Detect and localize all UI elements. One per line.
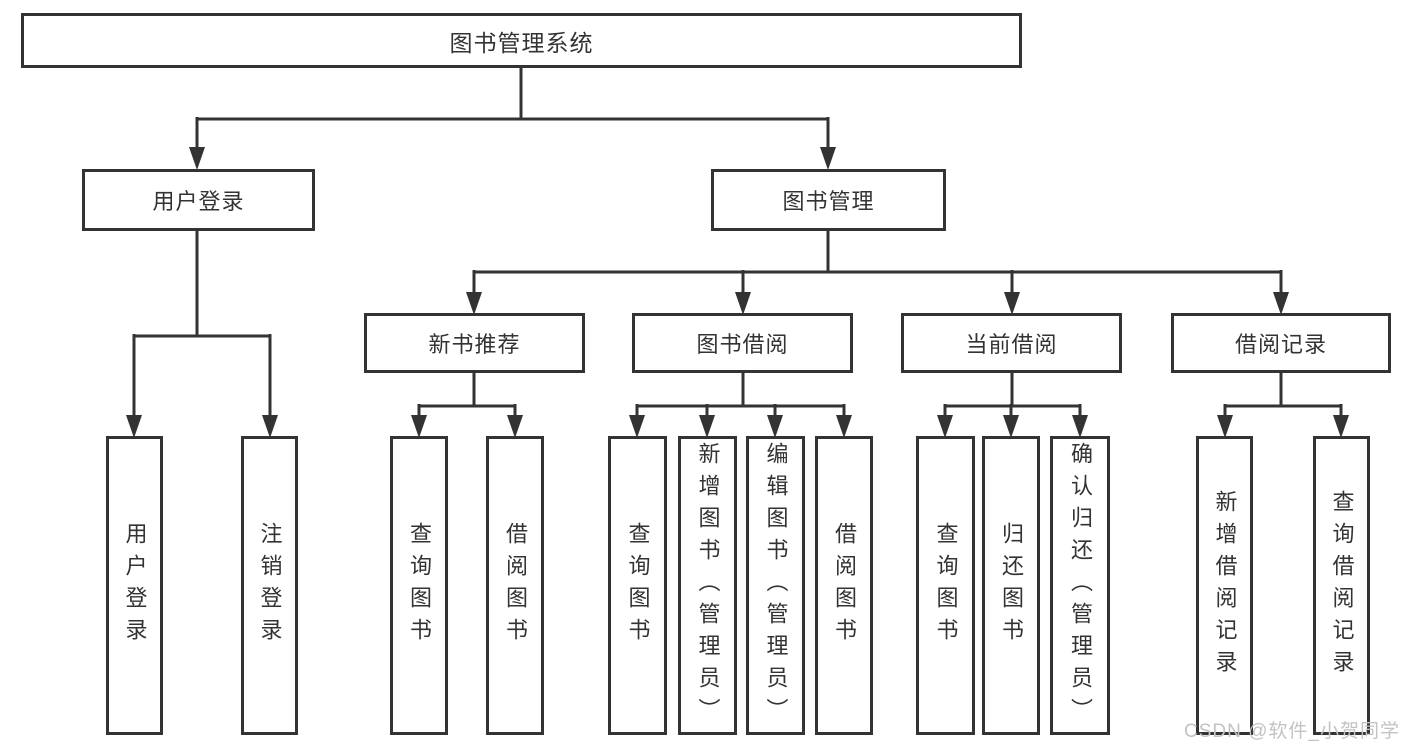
node-borrowing-records: 借阅记录 [1171, 313, 1391, 373]
arrowhead-icon [126, 415, 142, 438]
arrowhead-icon [735, 292, 751, 315]
node-new-book-recommend-label: 新书推荐 [428, 332, 521, 357]
leaf-user-login: 用户登录 [106, 436, 163, 735]
arrowhead-icon [411, 415, 427, 438]
arrowhead-icon [1004, 292, 1020, 315]
leaf-user-login-label: 用户登录 [122, 521, 148, 650]
node-book-management: 图书管理 [711, 169, 946, 231]
node-book-borrowing: 图书借阅 [632, 313, 853, 373]
node-root-label: 图书管理系统 [449, 29, 594, 56]
arrowhead-icon [189, 147, 205, 170]
arrowhead-icon [836, 415, 852, 438]
arrowheads [126, 147, 1349, 438]
node-user-login: 用户登录 [82, 169, 315, 231]
leaf-edit-books-admin-label: 编辑图书（管理员） [763, 441, 789, 730]
arrowhead-icon [1003, 415, 1019, 438]
leaf-add-books-admin-label: 新增图书（管理员） [695, 441, 721, 730]
arrowhead-icon [466, 292, 482, 315]
leaf-return-books-label: 归还图书 [999, 521, 1024, 650]
node-root: 图书管理系统 [21, 13, 1022, 68]
node-new-book-recommend: 新书推荐 [364, 313, 585, 373]
arrowhead-icon [629, 415, 645, 438]
arrowhead-icon [1072, 415, 1088, 438]
leaf-borrow-books-label: 借阅图书 [832, 521, 857, 650]
leaf-logout: 注销登录 [241, 436, 298, 735]
leaf-query-borrow-record-label: 查询借阅记录 [1329, 489, 1355, 682]
connector-path [132, 66, 1343, 419]
arrowhead-icon [767, 415, 783, 438]
arrowhead-icon [507, 415, 523, 438]
leaf-query-books-borrow-label: 查询图书 [625, 521, 651, 650]
arrowhead-icon [1273, 292, 1289, 315]
node-current-borrowing: 当前借阅 [901, 313, 1122, 373]
node-current-borrowing-label: 当前借阅 [965, 332, 1058, 357]
node-user-login-label: 用户登录 [152, 189, 245, 214]
leaf-query-books-recommend: 查询图书 [390, 436, 448, 735]
leaf-borrow-books: 借阅图书 [815, 436, 873, 735]
leaf-add-books-admin: 新增图书（管理员） [678, 436, 737, 735]
leaf-add-borrow-record: 新增借阅记录 [1196, 436, 1253, 735]
leaf-borrow-books-recommend-label: 借阅图书 [503, 521, 528, 650]
leaf-return-books: 归还图书 [982, 436, 1040, 735]
csdn-watermark: CSDN @软件_小贺同学 [1184, 721, 1400, 742]
leaf-add-borrow-record-label: 新增借阅记录 [1212, 489, 1238, 682]
leaf-edit-books-admin: 编辑图书（管理员） [746, 436, 805, 735]
arrowhead-icon [699, 415, 715, 438]
leaf-confirm-return-admin: 确认归还（管理员） [1050, 436, 1110, 735]
arrowhead-icon [937, 415, 953, 438]
arrowhead-icon [1217, 415, 1233, 438]
node-book-management-label: 图书管理 [782, 189, 875, 214]
arrowhead-icon [820, 147, 836, 170]
arrowhead-icon [1333, 415, 1349, 438]
arrowhead-icon [262, 415, 278, 438]
leaf-query-borrow-record: 查询借阅记录 [1313, 436, 1370, 735]
node-book-borrowing-label: 图书借阅 [696, 332, 789, 357]
leaf-query-books-current: 查询图书 [916, 436, 975, 735]
leaf-query-books-current-label: 查询图书 [933, 521, 959, 650]
leaf-logout-label: 注销登录 [257, 521, 283, 650]
leaf-query-books-recommend-label: 查询图书 [407, 521, 432, 650]
node-borrowing-records-label: 借阅记录 [1234, 332, 1327, 357]
leaf-borrow-books-recommend: 借阅图书 [486, 436, 544, 735]
leaf-query-books-borrow: 查询图书 [608, 436, 667, 735]
leaf-confirm-return-admin-label: 确认归还（管理员） [1068, 441, 1093, 730]
